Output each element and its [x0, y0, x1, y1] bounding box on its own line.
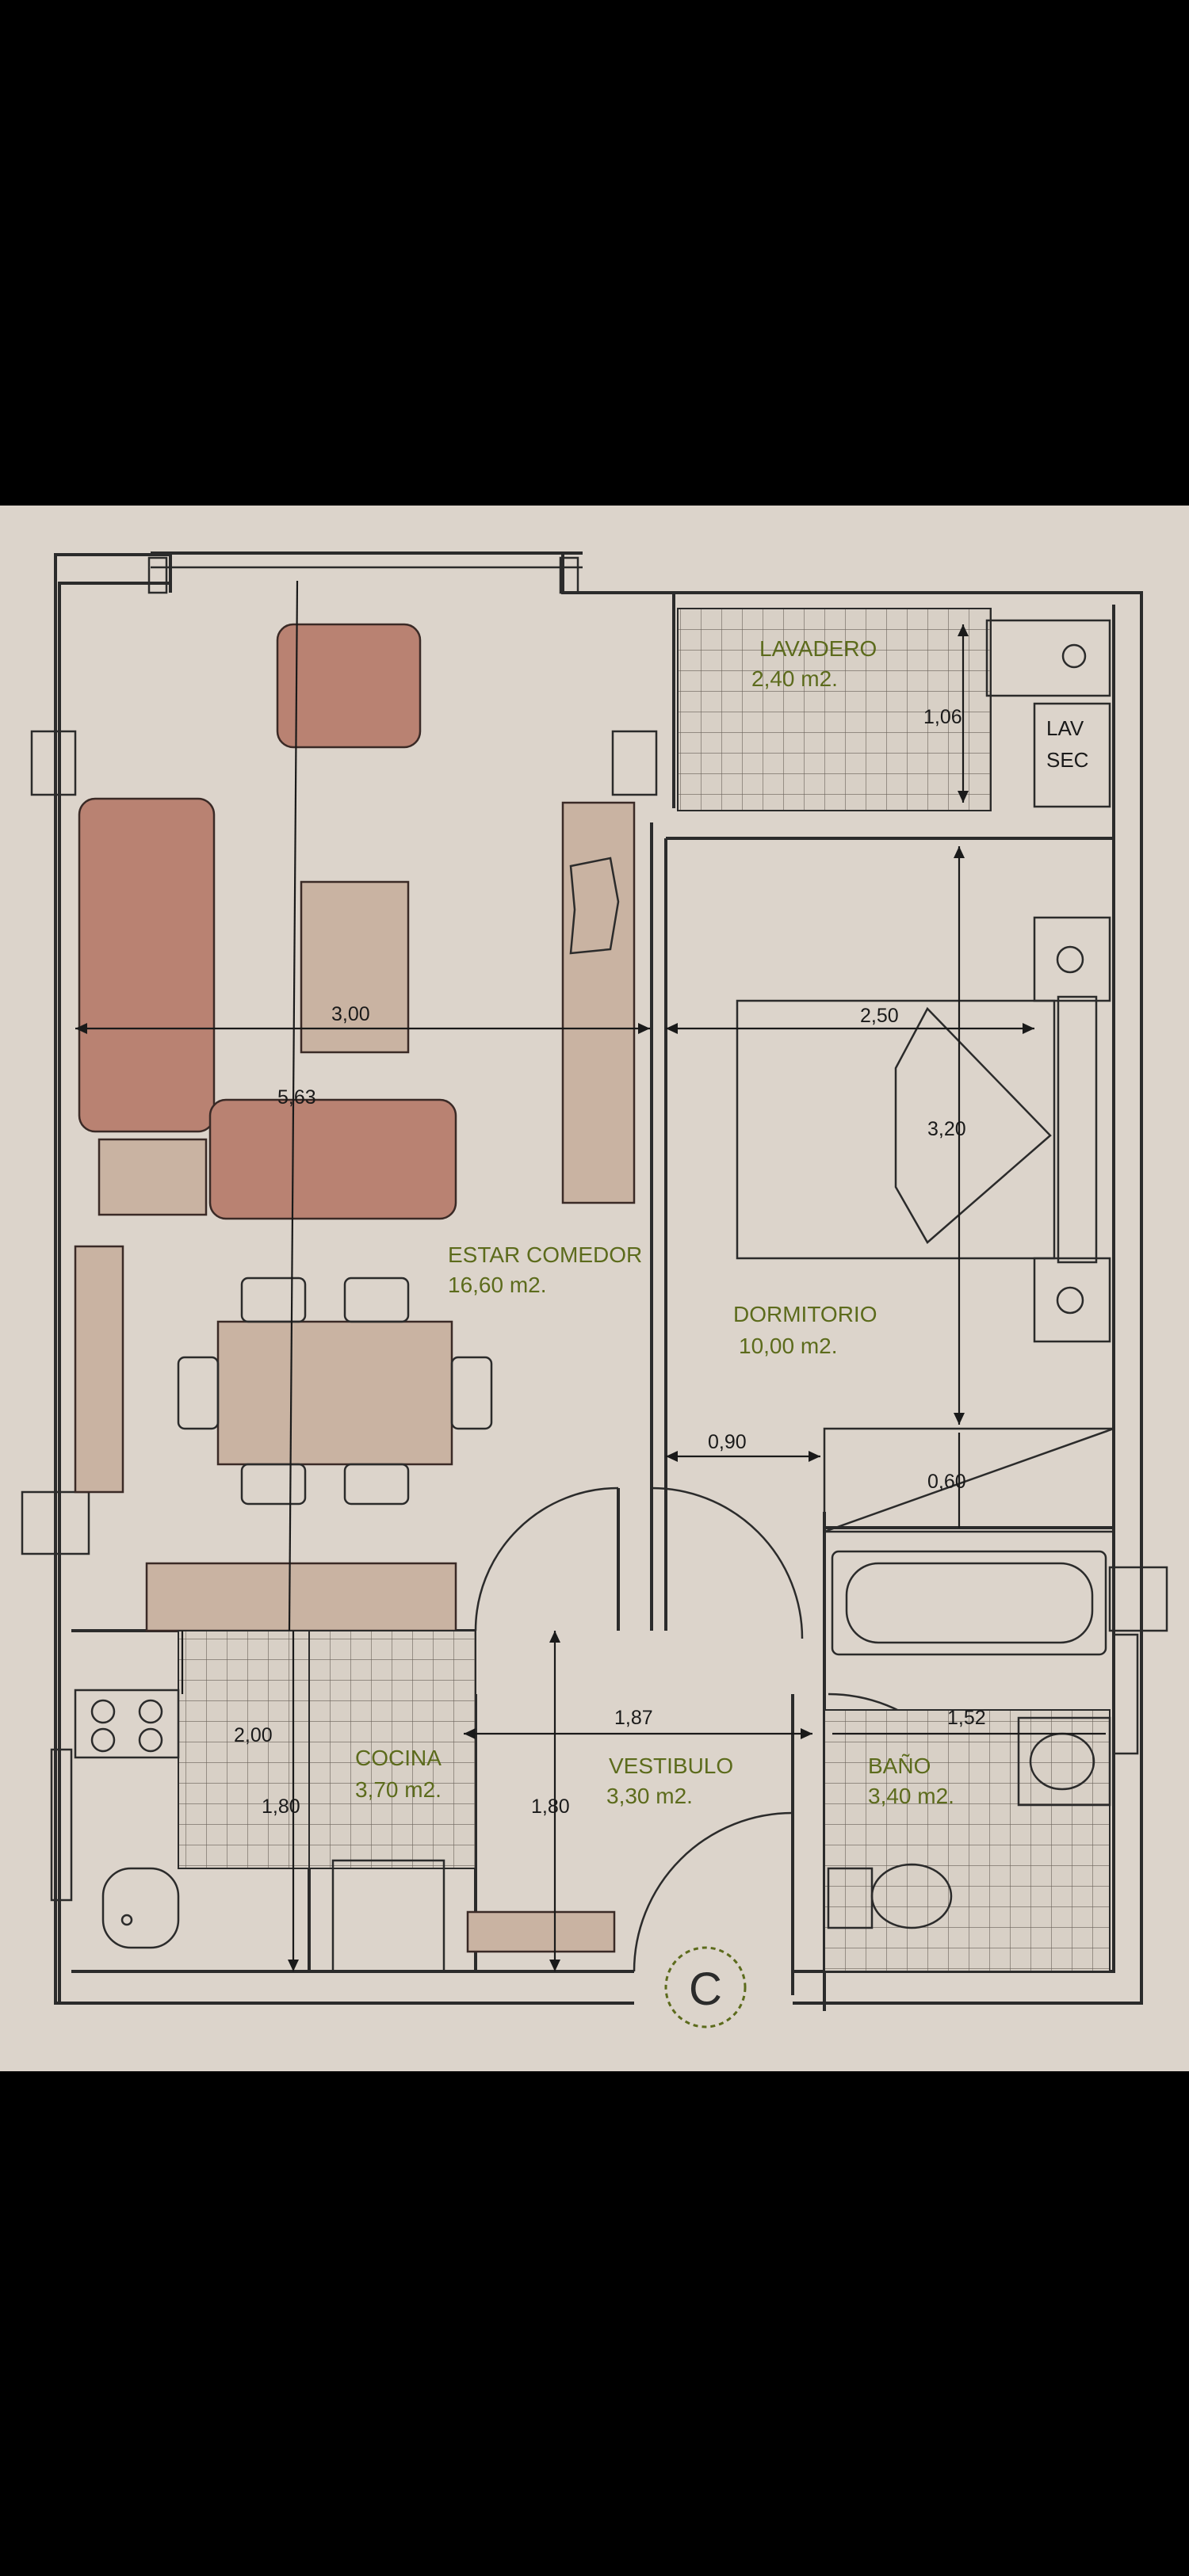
dim-estar-width: 3,00 [331, 1003, 370, 1025]
label-lavadero-name: LAVADERO [759, 636, 877, 661]
nightstand-top [1033, 916, 1111, 1002]
dim-vest-width: 1,87 [614, 1707, 653, 1729]
label-cocina-area: 3,70 m2. [355, 1777, 442, 1802]
dim-bano-width: 1,52 [947, 1707, 986, 1729]
label-bano-area: 3,40 m2. [868, 1784, 954, 1808]
dimension-lines [75, 580, 1106, 1971]
bathroom-vent [1112, 1633, 1139, 1755]
dim-vest-length: 1,80 [531, 1796, 570, 1818]
washer-dryer [1033, 702, 1111, 808]
double-bed [736, 999, 1056, 1260]
coffee-table [300, 880, 410, 1054]
kitchen-vent [50, 1748, 73, 1902]
cocina-tiles [178, 1630, 310, 1869]
dim-dorm-length: 3,20 [927, 1118, 966, 1140]
dim-estar-length: 5,63 [277, 1086, 316, 1109]
entry-console [466, 1910, 616, 1953]
label-dormitorio-name: DORMITORIO [733, 1302, 877, 1326]
sofa-bottom [208, 1098, 457, 1220]
dining-chairs [177, 1277, 493, 1506]
fridge [331, 1859, 445, 1973]
bano-tiles [824, 1709, 1111, 1972]
washbasin [1017, 1716, 1111, 1807]
kitchen-counter-bar [145, 1562, 457, 1632]
bed-cover-fold [894, 1006, 1052, 1244]
label-cocina-name: COCINA [355, 1746, 442, 1770]
floor-plan: LAVADERO 2,40 m2. ESTAR COMEDOR 16,60 m2… [21, 551, 1168, 2028]
tv-cabinet [561, 801, 636, 1204]
dim-cocina-width: 2,00 [234, 1724, 273, 1746]
window-marks [21, 556, 1168, 1632]
dining-table [216, 1320, 453, 1466]
burners [90, 1699, 163, 1753]
label-lavadero-area: 2,40 m2. [751, 666, 838, 691]
utility-sink [985, 619, 1111, 697]
dim-dorm-width: 2,50 [860, 1005, 899, 1027]
dim-closet-width: 0,90 [708, 1431, 747, 1453]
label-lav: LAV [1046, 716, 1084, 740]
sofa-left [78, 797, 216, 1133]
kitchen-bin [101, 1867, 180, 1949]
side-table [97, 1138, 208, 1216]
label-sec: SEC [1046, 748, 1088, 772]
nightstand-bottom [1033, 1257, 1111, 1343]
cooktop [74, 1689, 180, 1759]
fireplace [569, 857, 620, 955]
vestibulo-tiles-k [308, 1630, 476, 1869]
unit-marker-circle [664, 1946, 747, 2028]
dim-lav-depth: 1,06 [923, 706, 962, 728]
bathtub [831, 1550, 1107, 1656]
label-estar-name: ESTAR COMEDOR [448, 1242, 642, 1267]
door-swings [474, 1486, 988, 1972]
label-estar-area: 16,60 m2. [448, 1273, 547, 1297]
label-vestibulo-area: 3,30 m2. [606, 1784, 693, 1808]
label-bano-name: BAÑO [868, 1754, 931, 1778]
wardrobe [823, 1427, 1115, 1533]
headboard [1057, 995, 1098, 1264]
label-vestibulo-name: VESTIBULO [609, 1754, 733, 1778]
dim-cocina-length: 1,80 [262, 1796, 300, 1818]
lavadero-tiles [677, 608, 992, 811]
dim-closet-depth: 0,60 [927, 1471, 966, 1493]
wall-shelf [74, 1245, 124, 1494]
exterior-walls [54, 551, 1143, 2005]
floor-plan-sheet: LAVADERO 2,40 m2. ESTAR COMEDOR 16,60 m2… [0, 506, 1189, 2071]
label-dormitorio-area: 10,00 m2. [739, 1334, 838, 1358]
unit-marker-label: C [689, 1963, 722, 2015]
armchair-top [276, 623, 422, 749]
toilet-bowl [870, 1863, 953, 1929]
